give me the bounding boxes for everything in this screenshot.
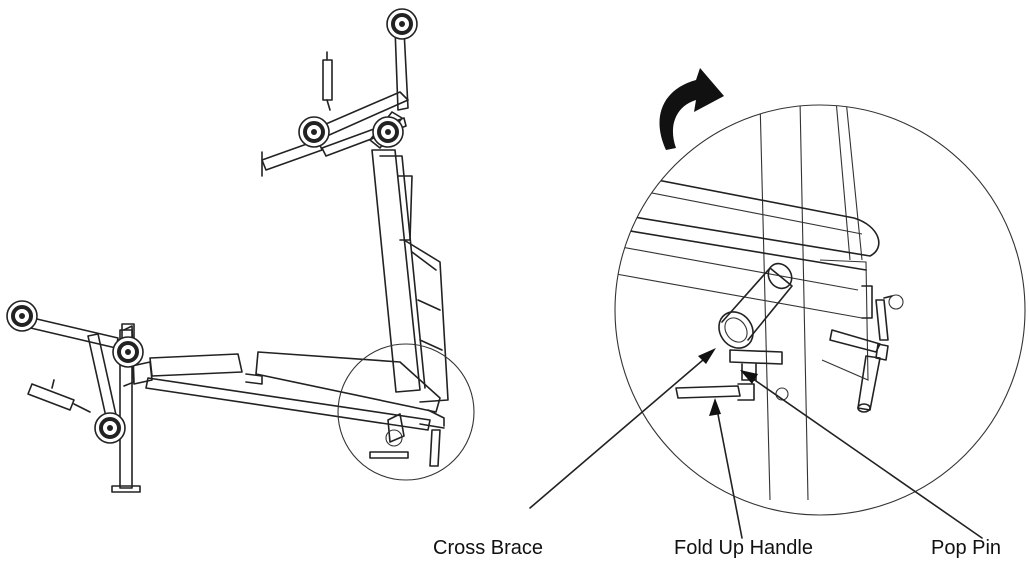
bench-backrest xyxy=(371,149,449,403)
pop-pin-pointer-arrow-icon xyxy=(740,370,983,539)
cross-brace-pointer-arrow-icon xyxy=(529,348,716,509)
fold-up-handle-pointer-arrow-icon xyxy=(709,398,743,539)
weight-bench xyxy=(5,7,475,493)
detail-callout-circle xyxy=(337,343,475,481)
callout-lines xyxy=(529,348,983,539)
pop-pin-assembly xyxy=(829,285,904,413)
fold-up-handle-label: Fold Up Handle xyxy=(674,537,813,559)
front-leg-assembly xyxy=(5,299,153,493)
bench-seat xyxy=(145,351,441,431)
cross-brace-tube xyxy=(718,262,793,349)
detail-view xyxy=(614,104,1026,516)
cross-brace-label: Cross Brace xyxy=(433,537,543,559)
top-arm-assembly xyxy=(261,7,419,177)
rotation-arrow-icon xyxy=(659,68,724,150)
pop-pin-label: Pop Pin xyxy=(931,537,1001,559)
